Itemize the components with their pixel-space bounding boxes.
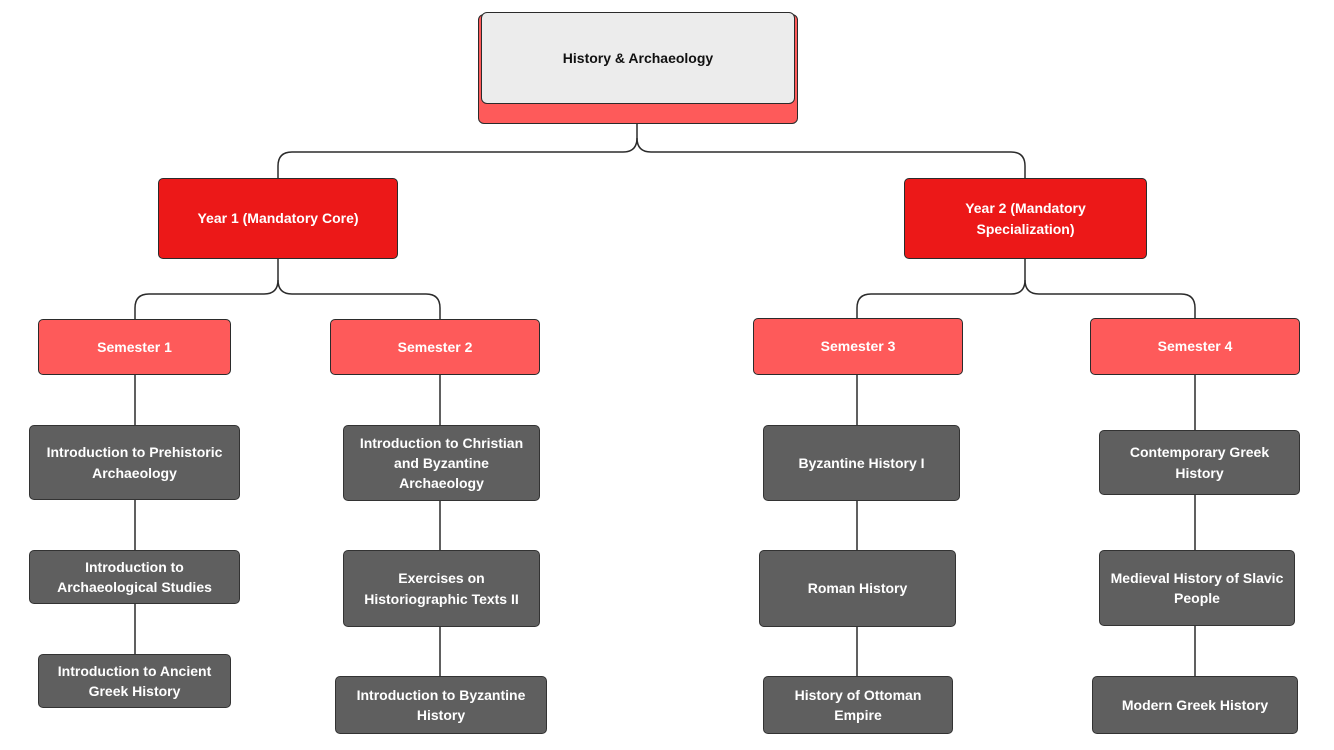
course-node: Contemporary Greek History	[1099, 430, 1300, 495]
course-node: Exercises on Historiographic Texts II	[343, 550, 540, 627]
year-2-label: Year 2 (Mandatory Specialization)	[965, 200, 1086, 237]
root-node-label: History & Archaeology	[562, 50, 714, 66]
course-label: Introduction to Archaeological Studies	[57, 558, 212, 595]
course-node: History of Ottoman Empire	[763, 676, 953, 734]
semester-1-label: Semester 1	[97, 338, 172, 355]
year-1-label: Year 1 (Mandatory Core)	[197, 210, 359, 227]
course-label: Introduction to Ancient Greek History	[57, 662, 212, 699]
semester-4-node: Semester 4	[1090, 318, 1300, 375]
semester-2-node: Semester 2	[330, 319, 540, 375]
course-label: History of Ottoman Empire	[794, 686, 922, 723]
course-label: Introduction to Byzantine History	[356, 686, 526, 723]
course-label: Exercises on Historiographic Texts II	[364, 570, 519, 607]
course-node: Introduction to Christian and Byzantine …	[343, 425, 540, 501]
course-node: Introduction to Ancient Greek History	[38, 654, 231, 708]
semester-3-node: Semester 3	[753, 318, 963, 375]
year-1-node: Year 1 (Mandatory Core)	[158, 178, 398, 259]
course-node: Roman History	[759, 550, 956, 627]
semester-2-label: Semester 2	[397, 338, 473, 355]
year-2-node: Year 2 (Mandatory Specialization)	[904, 178, 1147, 259]
course-label: Contemporary Greek History	[1129, 444, 1270, 481]
course-label: Medieval History of Slavic People	[1110, 569, 1284, 606]
course-node: Byzantine History I	[763, 425, 960, 501]
course-node: Introduction to Byzantine History	[335, 676, 547, 734]
course-label: Roman History	[807, 580, 908, 597]
course-node: Modern Greek History	[1092, 676, 1298, 734]
course-node: Introduction to Archaeological Studies	[29, 550, 240, 604]
semester-3-label: Semester 3	[820, 338, 896, 355]
course-label: Byzantine History I	[798, 454, 925, 471]
root-node: History & Archaeology	[481, 12, 795, 104]
course-node: Introduction to Prehistoric Archaeology	[29, 425, 240, 500]
semester-4-label: Semester 4	[1157, 338, 1233, 355]
semester-1-node: Semester 1	[38, 319, 231, 375]
course-node: Medieval History of Slavic People	[1099, 550, 1295, 626]
course-label: Modern Greek History	[1121, 696, 1269, 713]
course-label: Introduction to Christian and Byzantine …	[359, 434, 524, 492]
course-label: Introduction to Prehistoric Archaeology	[46, 444, 223, 481]
